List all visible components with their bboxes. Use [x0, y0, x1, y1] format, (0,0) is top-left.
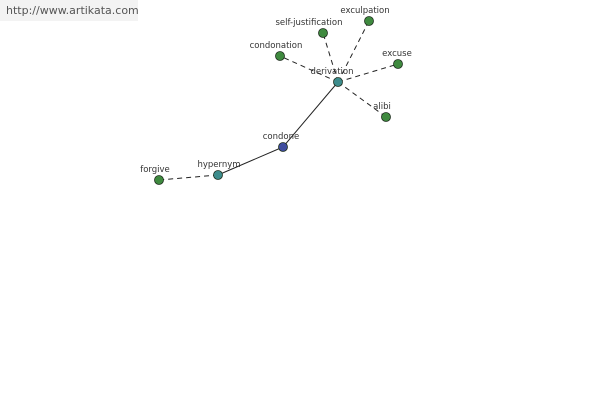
edge-derivation-excuse — [337, 63, 399, 83]
label-self-justification: self-justification — [275, 18, 342, 28]
label-forgive: forgive — [140, 165, 170, 175]
node-condonation[interactable] — [275, 51, 285, 61]
node-excuse[interactable] — [393, 59, 403, 69]
label-alibi: alibi — [373, 102, 391, 112]
watermark-badge: http://www.artikata.com — [0, 0, 139, 21]
label-exculpation: exculpation — [340, 6, 389, 16]
node-forgive[interactable] — [154, 175, 164, 185]
edge-condone-derivation — [282, 81, 339, 148]
edge-condone-hypernym — [217, 146, 284, 176]
watermark-url: http://www.artikata.com — [6, 4, 139, 17]
edge-hypernym-forgive — [158, 174, 219, 181]
edge-derivation-exculpation — [337, 20, 370, 83]
labels-layer: condone hypernym derivation forgive condonat… — [140, 6, 412, 175]
edge-derivation-alibi — [337, 81, 387, 118]
node-condone[interactable] — [278, 142, 288, 152]
node-hypernym[interactable] — [213, 170, 223, 180]
label-condone: condone — [263, 132, 299, 142]
edges-layer — [158, 20, 399, 181]
nodes-layer — [154, 16, 403, 185]
label-condonation: condonation — [250, 41, 303, 51]
node-exculpation[interactable] — [364, 16, 374, 26]
node-derivation[interactable] — [333, 77, 343, 87]
node-alibi[interactable] — [381, 112, 391, 122]
label-derivation: derivation — [310, 67, 353, 77]
label-hypernym: hypernym — [197, 160, 240, 170]
edge-derivation-condonation — [279, 55, 339, 83]
label-excuse: excuse — [382, 49, 412, 59]
node-self-justification[interactable] — [318, 28, 328, 38]
